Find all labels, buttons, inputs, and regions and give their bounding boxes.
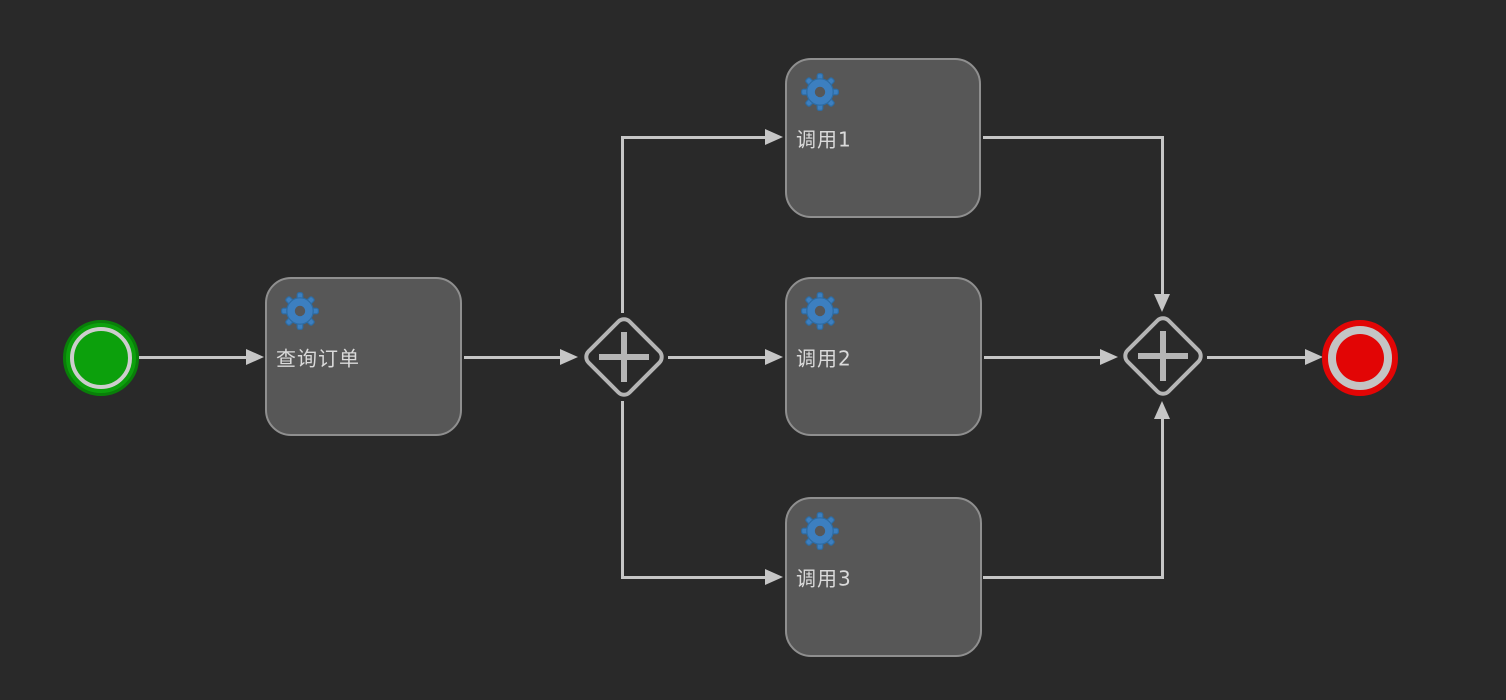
task-label: 调用1: [796, 127, 852, 152]
edge-call1-gwjoin[interactable]: [1161, 136, 1164, 294]
gear-icon: [801, 73, 839, 111]
gateway-plus-icon: [621, 332, 627, 382]
edge-call3-gwjoin[interactable]: [1161, 419, 1164, 577]
edge-gwsplit-call3[interactable]: [621, 576, 765, 579]
task-label: 调用3: [796, 566, 852, 591]
edge-gwsplit-call1[interactable]: [621, 137, 624, 313]
edge-call3-gwjoin-arrowhead-icon[interactable]: [1154, 401, 1170, 419]
parallel-gateway-join[interactable]: [1119, 312, 1207, 400]
edge-call1-gwjoin-arrowhead-icon[interactable]: [1154, 294, 1170, 312]
edge-start-query[interactable]: [139, 356, 247, 359]
start-event-ring: [70, 327, 132, 389]
edge-gwjoin-end-arrowhead-icon[interactable]: [1305, 349, 1323, 365]
start-event-node[interactable]: [63, 320, 139, 396]
edge-call3-gwjoin[interactable]: [983, 576, 1164, 579]
edge-gwjoin-end[interactable]: [1207, 356, 1305, 359]
edge-gwsplit-call2-arrowhead-icon[interactable]: [765, 349, 783, 365]
task-node-call1[interactable]: 调用1: [785, 58, 981, 218]
edge-call2-gwjoin[interactable]: [984, 356, 1100, 359]
task-node-call3[interactable]: 调用3: [785, 497, 982, 657]
edge-call2-gwjoin-arrowhead-icon[interactable]: [1100, 349, 1118, 365]
edge-gwsplit-call1-arrowhead-icon[interactable]: [765, 129, 783, 145]
gateway-plus-icon: [1160, 331, 1166, 381]
gear-icon: [801, 292, 839, 330]
gear-icon: [281, 292, 319, 330]
gear-icon: [801, 512, 839, 550]
task-node-call2[interactable]: 调用2: [785, 277, 982, 436]
edge-call1-gwjoin[interactable]: [983, 136, 1164, 139]
edge-gwsplit-call3-arrowhead-icon[interactable]: [765, 569, 783, 585]
end-event-node[interactable]: [1322, 320, 1398, 396]
edge-start-query-arrowhead-icon[interactable]: [246, 349, 264, 365]
edge-gwsplit-call3[interactable]: [621, 401, 624, 577]
edge-gwsplit-call1[interactable]: [621, 136, 765, 139]
edge-query-gwsplit[interactable]: [464, 356, 560, 359]
parallel-gateway-split[interactable]: [580, 313, 668, 401]
end-event-disc: [1336, 334, 1384, 382]
task-label: 调用2: [796, 346, 852, 370]
edge-query-gwsplit-arrowhead-icon[interactable]: [560, 349, 578, 365]
task-label: 查询订单: [276, 346, 360, 370]
edge-gwsplit-call2[interactable]: [668, 356, 765, 359]
task-node-query-order[interactable]: 查询订单: [265, 277, 462, 436]
